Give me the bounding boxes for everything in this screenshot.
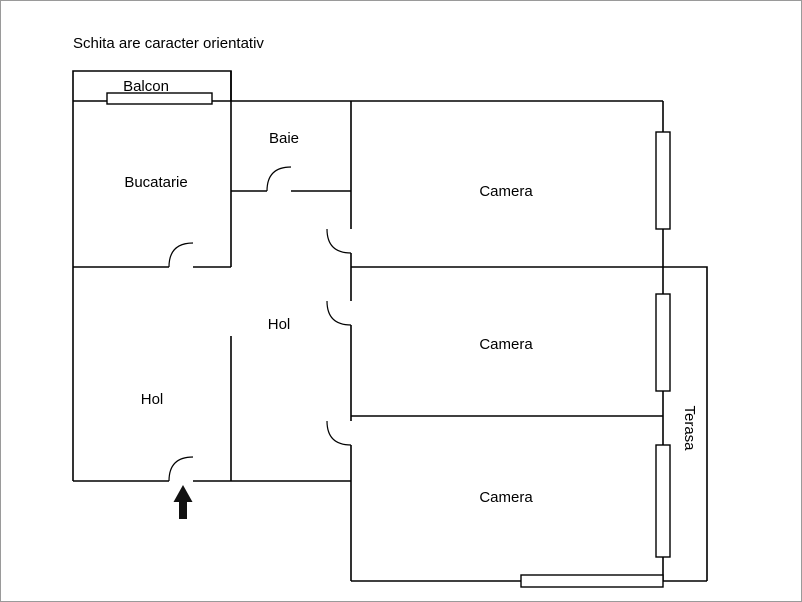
door-arc-camera-bottom — [326, 420, 352, 446]
room-label-hol-left: Hol — [141, 391, 164, 408]
room-label-camera-bottom: Camera — [479, 489, 533, 506]
room-label-bucatarie: Bucatarie — [124, 174, 187, 191]
room-label-terasa: Terasa — [681, 405, 698, 451]
door-arc-baie — [266, 166, 292, 192]
plan-title: Schita are caracter orientativ — [73, 35, 264, 52]
window-camera-bottom — [655, 444, 671, 558]
entrance-arrow-icon — [173, 485, 193, 519]
door-arc-entrance — [168, 456, 194, 482]
room-label-camera-middle: Camera — [479, 336, 533, 353]
door-arc-bucatarie — [168, 242, 194, 268]
room-label-balcon: Balcon — [123, 78, 169, 95]
door-arc-camera-top — [326, 228, 352, 254]
doors-group — [168, 166, 352, 482]
room-label-hol-center: Hol — [268, 316, 291, 333]
window-balcony — [106, 92, 213, 105]
door-arc-camera-middle — [326, 300, 352, 326]
labels-group: Schita are caracter orientativ Balcon Bu… — [73, 35, 698, 506]
window-bottom — [520, 574, 664, 588]
window-camera-middle — [655, 293, 671, 392]
walls-group — [72, 70, 708, 582]
wall-terasa — [663, 266, 708, 581]
room-label-camera-top: Camera — [479, 183, 533, 200]
window-camera-top — [655, 131, 671, 230]
room-label-baie: Baie — [269, 130, 299, 147]
windows-group — [106, 92, 671, 588]
